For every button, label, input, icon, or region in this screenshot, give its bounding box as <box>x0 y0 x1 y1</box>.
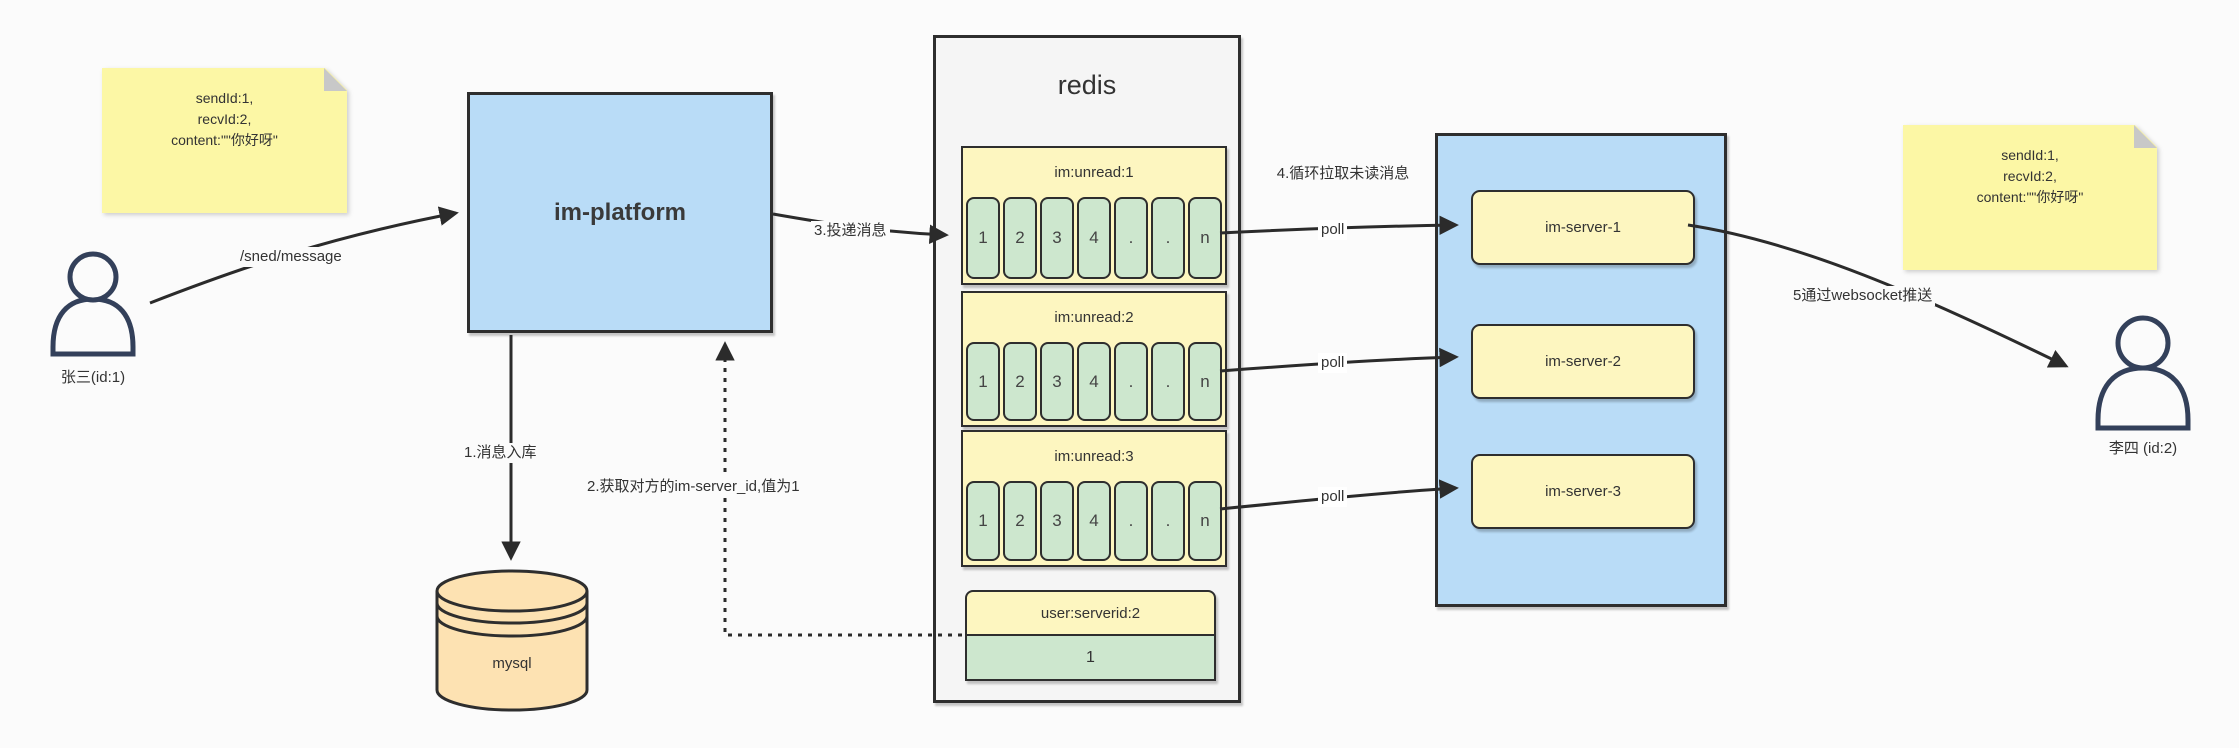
queue-cell: 2 <box>1003 342 1037 421</box>
edge-label-step1: 1.消息入库 <box>461 443 540 463</box>
sender-person-icon <box>50 251 136 357</box>
sticky-note-delivered: sendId:1, recvId:2, content:""你好呀" <box>1903 125 2157 270</box>
redis-queue-unread-2: im:unread:2 1 2 3 4 . . n <box>961 291 1227 427</box>
redis-kv-user-serverid: user:serverid:2 1 <box>965 590 1216 681</box>
im-server-2-box: im-server-2 <box>1471 324 1695 399</box>
queue-key-label: im:unread:1 <box>1054 163 1134 181</box>
kv-value: 1 <box>965 636 1216 681</box>
mysql-cylinder-top <box>435 569 589 613</box>
sticky-note-delivered-body: sendId:1, recvId:2, content:""你好呀" <box>1903 125 2157 270</box>
sticky-note-request: sendId:1, recvId:2, content:""你好呀" <box>102 68 347 213</box>
queue-cell: 3 <box>1040 342 1074 421</box>
queue-cell: 1 <box>966 342 1000 421</box>
person-head <box>2115 315 2171 371</box>
queue-cell: 4 <box>1077 197 1111 279</box>
redis-title: redis <box>1057 70 1117 100</box>
queue-cell: 2 <box>1003 481 1037 561</box>
mysql-label: mysql <box>492 655 532 672</box>
note-fold-icon <box>324 68 347 91</box>
edge-label-step3: 3.投递消息 <box>811 221 890 241</box>
queue-cell: 4 <box>1077 342 1111 421</box>
queue-cell: n <box>1188 481 1222 561</box>
mysql-disk-line <box>435 615 589 638</box>
edge-label-step2: 2.获取对方的im-server_id,值为1 <box>584 477 803 497</box>
queue-cell: 1 <box>966 481 1000 561</box>
note-line: content:""你好呀" <box>171 132 278 148</box>
edge-label-poll-3: poll <box>1318 487 1348 507</box>
queue-cell: 3 <box>1040 197 1074 279</box>
im-platform-label: im-platform <box>554 198 686 226</box>
note-line: sendId:1, <box>2001 147 2059 163</box>
im-server-cluster: im-server-1 im-server-2 im-server-3 <box>1435 133 1727 607</box>
im-platform-box: im-platform <box>467 92 773 333</box>
edge-label-send-endpoint: /sned/message <box>237 247 345 267</box>
receiver-person-icon <box>2095 315 2191 431</box>
person-body <box>50 296 136 357</box>
person-body <box>2095 365 2191 431</box>
note-line: recvId:2, <box>197 111 252 127</box>
queue-cell: . <box>1114 342 1148 421</box>
queue-cell: . <box>1114 481 1148 561</box>
queue-cells: 1 2 3 4 . . n <box>966 481 1222 561</box>
edge-label-poll-2: poll <box>1318 353 1348 373</box>
im-server-1-box: im-server-1 <box>1471 190 1695 265</box>
edge-label-step5: 5通过websocket推送 <box>1790 286 1936 306</box>
queue-key-label: im:unread:3 <box>1054 447 1134 465</box>
queue-cell: 3 <box>1040 481 1074 561</box>
sender-label: 张三(id:1) <box>60 369 126 386</box>
kv-key-label: user:serverid:2 <box>965 590 1216 636</box>
redis-queue-unread-3: im:unread:3 1 2 3 4 . . n <box>961 430 1227 567</box>
queue-cell: 2 <box>1003 197 1037 279</box>
receiver-label: 李四 (id:2) <box>2108 440 2178 457</box>
mysql-disk-line <box>435 602 589 625</box>
queue-cells: 1 2 3 4 . . n <box>966 342 1222 421</box>
queue-cell: . <box>1151 342 1185 421</box>
queue-cell: n <box>1188 197 1222 279</box>
queue-cell: . <box>1151 197 1185 279</box>
note-fold-icon <box>2134 125 2157 148</box>
queue-cell: . <box>1151 481 1185 561</box>
queue-cells: 1 2 3 4 . . n <box>966 197 1222 279</box>
note-line: content:""你好呀" <box>1976 189 2084 205</box>
queue-cell: . <box>1114 197 1148 279</box>
queue-cell: 4 <box>1077 481 1111 561</box>
mysql-cylinder <box>435 569 589 712</box>
queue-key-label: im:unread:2 <box>1054 308 1134 326</box>
person-head <box>67 251 119 303</box>
sticky-note-request-body: sendId:1, recvId:2, content:""你好呀" <box>102 68 347 213</box>
queue-cell: 1 <box>966 197 1000 279</box>
redis-container: redis im:unread:1 1 2 3 4 . . n im:unrea… <box>933 35 1241 703</box>
im-server-3-box: im-server-3 <box>1471 454 1695 529</box>
redis-queue-unread-1: im:unread:1 1 2 3 4 . . n <box>961 146 1227 285</box>
edge-label-step4: 4.循环拉取未读消息 <box>1276 165 1410 182</box>
queue-cell: n <box>1188 342 1222 421</box>
edge-label-poll-1: poll <box>1318 220 1348 240</box>
mysql-cylinder-body <box>435 591 589 712</box>
note-line: sendId:1, <box>195 90 254 106</box>
note-line: recvId:2, <box>2003 168 2057 184</box>
